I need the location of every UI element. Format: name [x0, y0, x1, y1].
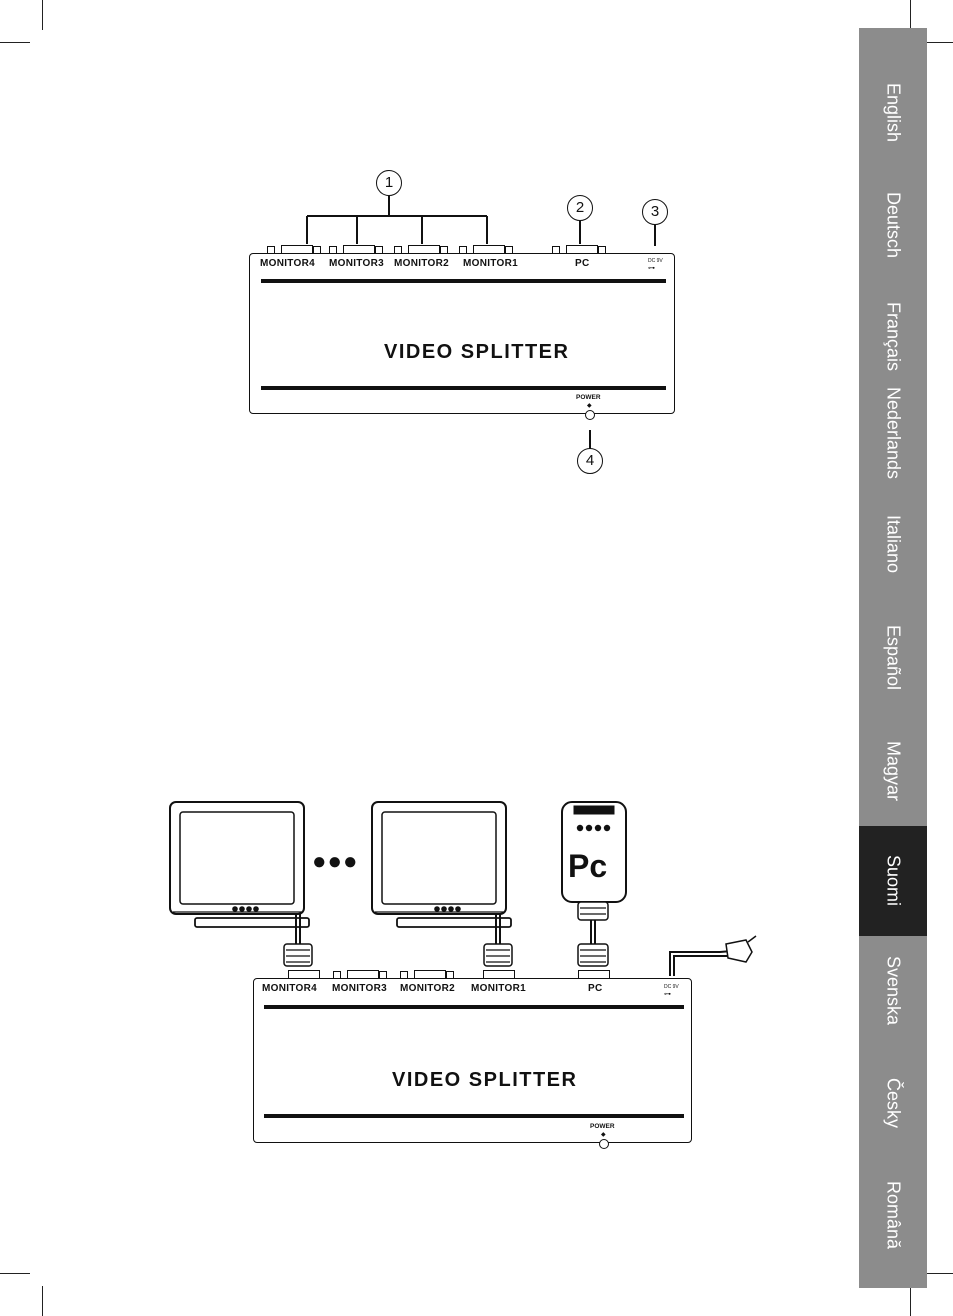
dc-plug-icon: ⊶ — [664, 990, 671, 998]
video-splitter-box: MONITOR4 MONITOR3 MONITOR2 MONITOR1 PC D… — [253, 978, 692, 1143]
device-title: VIDEO SPLITTER — [392, 1069, 577, 1092]
port-label-monitor3: MONITOR3 — [332, 983, 387, 994]
port-label-pc: PC — [588, 983, 603, 994]
power-label: POWER — [590, 1123, 615, 1130]
port-label-monitor4: MONITOR4 — [262, 983, 317, 994]
port-label-monitor1: MONITOR1 — [471, 983, 526, 994]
monitor-left-icon — [170, 802, 309, 927]
pc-label: Pc — [568, 848, 607, 885]
panel-stripe-top — [264, 1005, 684, 1009]
port-label-monitor2: MONITOR2 — [400, 983, 455, 994]
ellipsis-dots-icon: ●●● — [312, 848, 359, 876]
monitor-right-icon — [372, 802, 511, 927]
power-socket-icon — [599, 1139, 609, 1149]
power-led-icon: ◆ — [601, 1131, 606, 1138]
panel-stripe-bottom — [264, 1114, 684, 1118]
